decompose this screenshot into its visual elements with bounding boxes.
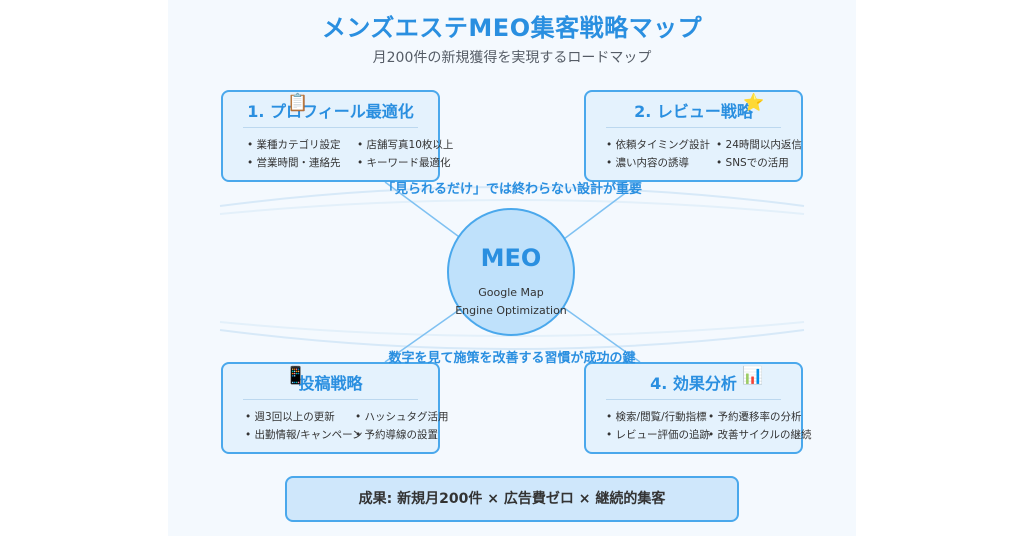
- list-item: 24時間以内返信: [716, 137, 802, 152]
- divider: [606, 399, 781, 400]
- bar-chart-icon: 📊: [742, 366, 764, 386]
- divider: [243, 399, 418, 400]
- list-item: 店舗写真10枚以上: [357, 137, 454, 152]
- connector-card-2: [559, 181, 641, 243]
- list-item: キーワード最適化: [357, 155, 451, 170]
- meo-hub-circle: MEO Google Map Engine Optimization: [447, 208, 575, 336]
- list-item: 依頼タイミング設計: [606, 137, 711, 152]
- card-title: 4. 効果分析: [650, 374, 737, 393]
- note-bottom: 数字を見て施策を改善する習慣が成功の鍵: [388, 351, 636, 366]
- list-item: 予約遷移率の分析: [708, 409, 802, 424]
- list-item: ハッシュタグ活用: [355, 409, 449, 424]
- card-profile: 1. プロフィール最適化 📋 業種カテゴリ設定 店舗写真10枚以上 営業時間・連…: [221, 90, 453, 182]
- note-top: 「見られるだけ」では終わらない設計が重要: [381, 182, 642, 197]
- list-item: 業種カテゴリ設定: [247, 137, 341, 152]
- connector-card-3: [384, 304, 467, 363]
- connector-card-1: [384, 181, 467, 243]
- list-item: 予約導線の設置: [355, 427, 439, 442]
- list-item: 濃い内容の誘導: [606, 155, 690, 170]
- card-title: 投稿戦略: [298, 374, 363, 393]
- upper-arc-2: [219, 199, 805, 215]
- divider: [606, 127, 781, 128]
- card-posting: 投稿戦略 📱 週3回以上の更新 ハッシュタグ活用 出勤情報/キャンペーン 予約導…: [221, 362, 449, 454]
- clipboard-icon: 📋: [287, 93, 309, 113]
- result-banner: 成果: 新規月200件 × 広告費ゼロ × 継続的集客: [285, 476, 739, 522]
- card-title: 2. レビュー戦略: [634, 102, 753, 121]
- card-review: 2. レビュー戦略 ⭐ 依頼タイミング設計 24時間以内返信 濃い内容の誘導 S…: [584, 90, 803, 182]
- star-icon: ⭐: [743, 93, 765, 113]
- page-subtitle: 月200件の新規獲得を実現するロードマップ: [372, 50, 652, 66]
- connector-card-4: [559, 304, 641, 363]
- list-item: 出勤情報/キャンペーン: [245, 427, 363, 442]
- phone-icon: 📱: [285, 366, 307, 386]
- list-item: 営業時間・連絡先: [247, 155, 341, 170]
- hub-line-2: Engine Optimization: [455, 304, 567, 317]
- hub-title: MEO: [480, 244, 542, 272]
- page-title: メンズエステMEO集客戦略マップ: [321, 14, 703, 42]
- card-analysis: 4. 効果分析 📊 検索/閲覧/行動指標 予約遷移率の分析 レビュー評価の追跡 …: [584, 362, 812, 454]
- list-item: SNSでの活用: [716, 155, 789, 170]
- list-item: 改善サイクルの継続: [708, 427, 812, 442]
- list-item: 検索/閲覧/行動指標: [606, 409, 707, 424]
- list-item: 週3回以上の更新: [245, 409, 335, 424]
- upper-arc: [219, 186, 805, 207]
- lower-arc: [219, 329, 805, 350]
- divider: [243, 127, 418, 128]
- list-item: レビュー評価の追跡: [606, 427, 711, 442]
- hub-line-1: Google Map: [478, 286, 544, 299]
- card-title: 1. プロフィール最適化: [247, 102, 414, 121]
